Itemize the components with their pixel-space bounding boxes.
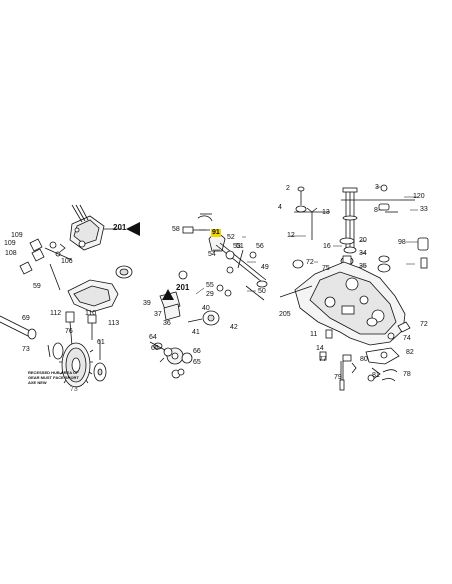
part-label: 4 [278,204,282,211]
part-label: 36 [163,320,171,327]
part-label: 39 [143,300,151,307]
part-label: 108 [5,250,17,257]
drive-axle-gear [0,311,107,388]
part-label: 20 [359,237,367,244]
part-label: 49 [261,264,269,271]
right-small-parts [339,184,429,275]
part-label: 54 [208,251,216,258]
part-label: 113 [108,320,120,327]
transmission-housing [279,259,406,346]
part-label: 66 [193,348,201,355]
assembly-note: RECESSED HUB AREA OF GEAR MUST FACE SHOR… [28,370,79,385]
part-label: 77 [319,356,327,363]
part-label: 82 [406,349,414,356]
part-label: 34 [359,250,367,257]
part-label: 73 [22,346,30,353]
part-label: 61 [97,339,105,346]
part-label: 56 [256,243,264,250]
part-label: 11 [310,331,318,338]
part-label: 13 [322,209,330,216]
callout-leaders [112,186,418,295]
part-label: 120 [413,193,425,200]
part-label: 110 [85,310,97,317]
part-label: 58 [172,226,180,233]
part-label: 2 [286,185,290,192]
part-label: 14 [316,345,324,352]
part-label: 41 [192,329,200,336]
part-label: 106 [61,258,73,265]
part-label: 81 [372,372,380,379]
part-label: 201 [113,223,127,232]
part-label: 78 [403,371,411,378]
part-label: 112 [50,310,62,317]
middle-lower-parts [149,291,220,379]
part-label: 40 [202,305,210,312]
part-label: 50 [258,288,266,295]
lower-right-parts [319,321,411,391]
shift-lever-assembly [178,213,268,301]
part-label: 16 [323,243,331,250]
part-label: 8 [374,207,378,214]
part-label: 51 [236,243,244,250]
cropped-part-label: 73 [70,386,78,393]
part-label: 69 [22,315,30,322]
part-label: 42 [230,324,238,331]
part-label: 3 [375,184,379,191]
part-label: 74 [403,335,411,342]
part-label: 79 [334,374,342,381]
pointer-arrow-left [126,222,140,236]
part-label: 205 [279,311,291,318]
pointer-arrow-up [162,289,174,300]
part-label: 29 [206,291,214,298]
part-label: 109 [4,240,16,247]
pin-assembly [294,186,330,240]
left-stack-parts [19,238,73,291]
part-label: 35 [359,263,367,270]
part-label: 65 [151,345,159,352]
part-label: 52 [227,234,235,241]
part-label: 75 [322,265,330,272]
part-label: 33 [420,206,428,213]
part-label-highlighted: 91 [211,229,221,237]
part-label: 72 [420,321,428,328]
part-label: 72 [306,259,314,266]
part-label: 65 [193,359,201,366]
part-label: 109 [11,232,23,239]
part-label: 64 [149,334,157,341]
part-label: 59 [33,283,41,290]
part-label: 37 [154,311,162,318]
part-label: 80 [360,356,368,363]
part-label: 76 [65,328,73,335]
housing-cover-assembly [67,204,133,313]
part-label: 201 [176,283,190,292]
part-label: 55 [206,282,214,289]
part-label: 53 [233,243,241,250]
part-label: 98 [398,239,406,246]
part-label: 12 [287,232,295,239]
